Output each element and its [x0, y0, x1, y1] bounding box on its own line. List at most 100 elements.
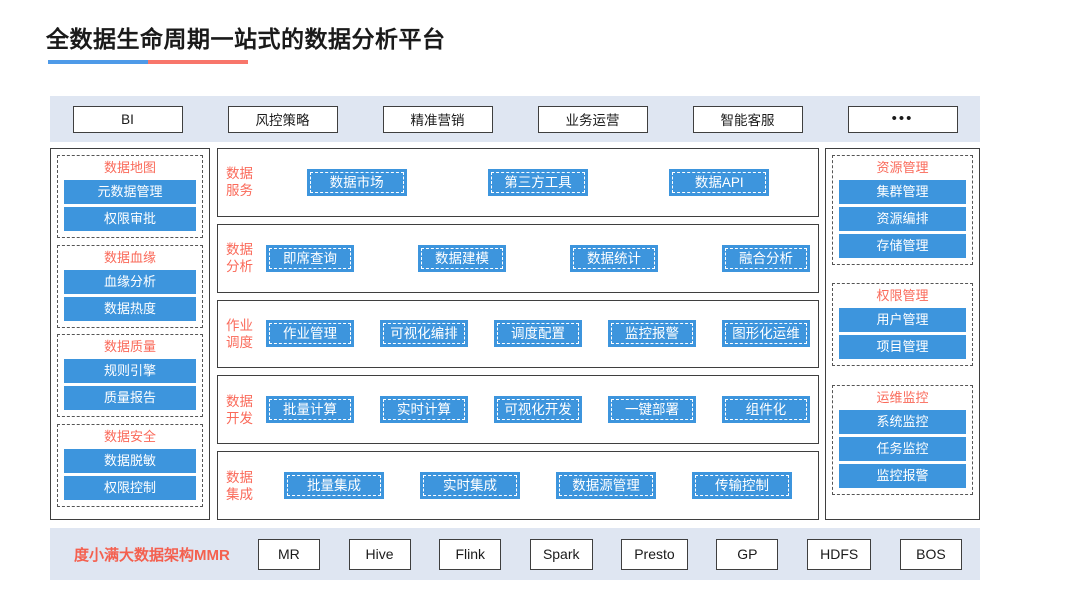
band-label-line1: 作业: [226, 317, 253, 333]
infrastructure-component[interactable]: Flink: [439, 538, 502, 570]
scenario-label: 风控策略: [255, 113, 310, 128]
infrastructure-component[interactable]: GP: [716, 538, 779, 570]
capability-item[interactable]: 数据API: [669, 168, 770, 196]
infrastructure-component[interactable]: HDFS: [807, 538, 872, 570]
management-item[interactable]: 系统监控: [839, 409, 966, 434]
governance-item[interactable]: 规则引擎: [64, 359, 196, 383]
management-item[interactable]: 监控报警: [839, 463, 966, 488]
capability-item[interactable]: 数据建模: [418, 244, 506, 272]
governance-group-title: 数据血缘: [103, 249, 156, 265]
band-label-line2: 分析: [226, 259, 253, 275]
band-label: 数据服务: [226, 165, 266, 199]
band-items: 作业管理可视化编排调度配置监控报警图形化运维: [266, 320, 810, 348]
scenario-button-2[interactable]: 风控策略: [227, 105, 338, 133]
band-label-line1: 数据: [226, 166, 253, 182]
management-group-2: 权限管理用户管理项目管理: [832, 283, 973, 367]
governance-group-3: 数据质量规则引擎质量报告: [57, 334, 203, 417]
band-label-line1: 数据: [226, 469, 253, 485]
management-item[interactable]: 项目管理: [839, 335, 966, 360]
capability-item[interactable]: 实时计算: [380, 396, 468, 424]
governance-item[interactable]: 权限控制: [64, 475, 196, 500]
band-items: 批量集成 实时集成 数据源管理 传输控制: [266, 472, 810, 500]
brand-label: 度小满大数据架构MMR: [74, 546, 230, 564]
band-label-line2: 集成: [226, 486, 253, 502]
management-item[interactable]: 任务监控: [839, 436, 966, 461]
management-item[interactable]: 用户管理: [839, 308, 966, 333]
scenario-button-4[interactable]: 业务运营: [537, 105, 648, 133]
application-scenarios-bar: BI 风控策略 精准营销 业务运营 智能客服 •••: [50, 96, 980, 142]
capability-item[interactable]: 监控报警: [608, 320, 696, 348]
governance-group-4: 数据安全数据脱敏权限控制: [57, 423, 203, 507]
capability-band-2: 数据分析即席查询 数据建模 数据统计 融合分析: [217, 223, 819, 293]
infrastructure-component[interactable]: Presto: [621, 538, 688, 570]
management-group-title: 资源管理: [876, 160, 929, 175]
management-group-1: 资源管理集群管理资源编排存储管理: [832, 155, 973, 265]
capability-item[interactable]: 批量集成: [284, 472, 384, 500]
capability-item[interactable]: 数据市场: [306, 168, 407, 196]
data-governance-column: 数据地图元数据管理权限审批数据血缘血缘分析数据热度数据质量规则引擎质量报告数据安…: [50, 148, 210, 520]
capability-item[interactable]: 可视化开发: [494, 396, 582, 424]
capability-item[interactable]: 图形化运维: [722, 320, 810, 348]
band-label-line2: 开发: [226, 410, 253, 426]
band-items: 数据市场 第三方工具 数据API: [266, 168, 810, 196]
infrastructure-component[interactable]: Hive: [348, 538, 411, 570]
management-item[interactable]: 集群管理: [839, 180, 966, 204]
capability-item[interactable]: 第三方工具: [487, 168, 588, 196]
capability-item[interactable]: 数据统计: [570, 244, 658, 272]
governance-item[interactable]: 元数据管理: [64, 180, 196, 204]
infrastructure-component[interactable]: Spark: [529, 538, 593, 570]
capability-item[interactable]: 一键部署: [608, 396, 696, 424]
governance-item[interactable]: 权限审批: [64, 207, 196, 231]
capability-band-1: 数据服务 数据市场 第三方工具 数据API: [217, 148, 819, 217]
scenario-button-3[interactable]: 精准营销: [382, 105, 493, 133]
scenario-label: 业务运营: [565, 113, 620, 128]
capability-item[interactable]: 作业管理: [266, 320, 354, 348]
scenario-button-1[interactable]: BI: [72, 105, 183, 133]
capability-item[interactable]: 调度配置: [494, 320, 582, 348]
governance-item[interactable]: 数据热度: [64, 296, 196, 321]
ellipsis-icon: •••: [891, 110, 914, 127]
governance-item[interactable]: 数据脱敏: [64, 448, 196, 473]
infrastructure-bar: 度小满大数据架构MMR MR Hive Flink Spark Presto GP HDFS…: [50, 528, 980, 580]
governance-group-title: 数据安全: [103, 428, 156, 444]
governance-group-title: 数据地图: [103, 160, 156, 175]
band-items: 批量计算实时计算可视化开发一键部署组件化: [266, 396, 810, 424]
capability-item[interactable]: 批量计算: [266, 396, 354, 424]
capability-band-4: 数据开发批量计算实时计算可视化开发一键部署组件化: [217, 375, 819, 445]
capability-item[interactable]: 数据源管理: [556, 472, 656, 500]
capability-band-3: 作业调度作业管理可视化编排调度配置监控报警图形化运维: [217, 299, 819, 369]
infrastructure-component[interactable]: BOS: [899, 538, 962, 570]
infrastructure-component[interactable]: MR: [257, 538, 320, 570]
underline-blue-segment: [48, 60, 148, 64]
band-label-line1: 数据: [226, 242, 253, 258]
page-title: 全数据生命周期一站式的数据分析平台: [46, 26, 446, 52]
capability-item[interactable]: 实时集成: [420, 472, 520, 500]
management-group-title: 权限管理: [876, 288, 929, 304]
platform-main-region: 数据地图元数据管理权限审批数据血缘血缘分析数据热度数据质量规则引擎质量报告数据安…: [50, 148, 980, 520]
governance-item[interactable]: 血缘分析: [64, 269, 196, 294]
band-items: 即席查询 数据建模 数据统计 融合分析: [266, 244, 810, 272]
capability-item[interactable]: 融合分析: [722, 244, 810, 272]
band-label: 数据分析: [226, 241, 266, 275]
title-underline: [48, 60, 248, 64]
scenario-button-5[interactable]: 智能客服: [692, 105, 803, 133]
band-label-line2: 调度: [226, 334, 253, 350]
management-group-title: 运维监控: [876, 389, 929, 405]
capability-item[interactable]: 可视化编排: [380, 320, 468, 348]
capability-item[interactable]: 组件化: [722, 396, 810, 424]
scenario-button-6[interactable]: •••: [847, 105, 958, 133]
governance-group-2: 数据血缘血缘分析数据热度: [57, 244, 203, 328]
management-group-3: 运维监控系统监控任务监控监控报警: [832, 384, 973, 495]
band-label-line2: 服务: [226, 183, 253, 199]
capability-item[interactable]: 传输控制: [692, 472, 792, 500]
platform-management-column: 资源管理集群管理资源编排存储管理权限管理用户管理项目管理运维监控系统监控任务监控…: [825, 148, 980, 520]
capability-item[interactable]: 即席查询: [266, 244, 354, 272]
management-item[interactable]: 存储管理: [839, 234, 966, 258]
governance-group-title: 数据质量: [103, 339, 156, 354]
capability-band-5: 数据集成 批量集成 实时集成 数据源管理 传输控制: [217, 451, 819, 520]
governance-item[interactable]: 质量报告: [64, 386, 196, 410]
management-item[interactable]: 资源编排: [839, 207, 966, 231]
scenario-label: BI: [121, 111, 134, 127]
